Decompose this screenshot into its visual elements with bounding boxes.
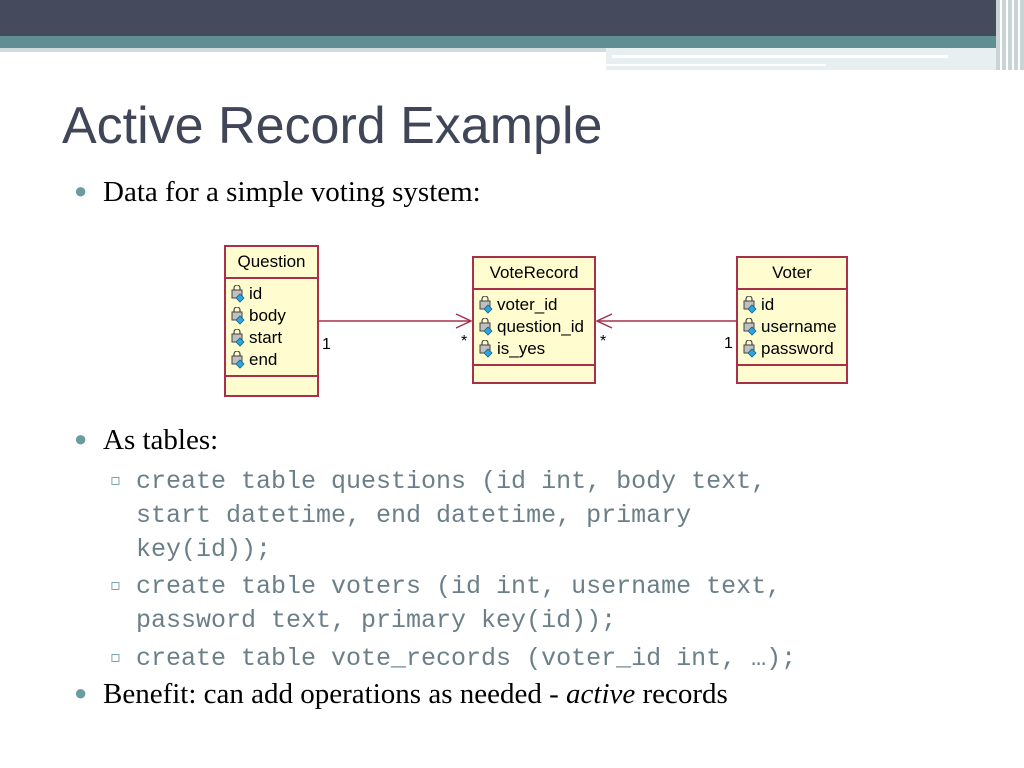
bullet-item: ● As tables:: [74, 424, 218, 457]
uml-attribute: voter_id: [478, 294, 594, 316]
accent-band: [0, 48, 606, 52]
uml-attributes: id body start end: [226, 279, 317, 377]
bullet-dot-icon: ●: [74, 426, 88, 451]
bullet-dot-icon: ●: [74, 680, 88, 705]
uml-attribute: end: [230, 349, 317, 371]
square-bullet-icon: ▫: [110, 575, 121, 594]
uml-class-name: VoteRecord: [474, 258, 594, 290]
accent-bar: [0, 36, 1024, 48]
key-attribute-icon: [742, 339, 760, 358]
uml-attribute: body: [230, 305, 317, 327]
key-attribute-icon: [230, 328, 248, 347]
uml-class-name: Voter: [738, 258, 846, 290]
uml-attribute: is_yes: [478, 338, 594, 360]
bullet-item: ●Benefit: can add operations as needed -…: [74, 678, 728, 710]
key-attribute-icon: [230, 350, 248, 369]
square-bullet-icon: ▫: [110, 647, 121, 666]
bullet-text: Data for a simple voting system:: [103, 176, 481, 208]
uml-class-question: Question id body start end: [224, 245, 319, 397]
uml-class-name: Question: [226, 247, 317, 279]
key-attribute-icon: [742, 295, 760, 314]
multiplicity-label: *: [461, 333, 468, 350]
arrowhead: [595, 313, 613, 329]
accent-line: [612, 55, 948, 58]
uml-attribute: id: [742, 294, 846, 316]
corner-stripes: [996, 0, 1024, 70]
uml-attribute: id: [230, 283, 317, 305]
slide-title: Active Record Example: [62, 97, 603, 155]
uml-attribute: username: [742, 316, 846, 338]
key-attribute-icon: [478, 339, 496, 358]
uml-class-voter: Voter id username password: [736, 256, 848, 384]
bullet-item: ● Data for a simple voting system:: [74, 176, 481, 209]
arrowhead: [455, 313, 473, 329]
multiplicity-label: 1: [322, 336, 331, 353]
square-bullet-icon: ▫: [110, 470, 121, 489]
accent-line: [606, 64, 826, 66]
uml-attribute: password: [742, 338, 846, 360]
key-attribute-icon: [230, 284, 248, 303]
multiplicity-label: 1: [724, 335, 733, 352]
key-attribute-icon: [742, 317, 760, 336]
uml-attributes: id username password: [738, 290, 846, 366]
uml-attribute: question_id: [478, 316, 594, 338]
uml-class-voterecord: VoteRecord voter_id question_id is_yes: [472, 256, 596, 384]
uml-attributes: voter_id question_id is_yes: [474, 290, 594, 366]
uml-attribute: start: [230, 327, 317, 349]
key-attribute-icon: [478, 317, 496, 336]
sub-bullet-item: ▫create table questions (id int, body te…: [110, 463, 766, 567]
bullet-dot-icon: ●: [74, 178, 88, 203]
sub-bullet-item: ▫create table vote_records (voter_id int…: [110, 640, 796, 676]
key-attribute-icon: [230, 306, 248, 325]
multiplicity-label: *: [600, 333, 607, 350]
bullet-text: As tables:: [103, 424, 219, 456]
header-bar: [0, 0, 1024, 36]
key-attribute-icon: [478, 295, 496, 314]
sub-bullet-item: ▫create table voters (id int, username t…: [110, 568, 781, 638]
